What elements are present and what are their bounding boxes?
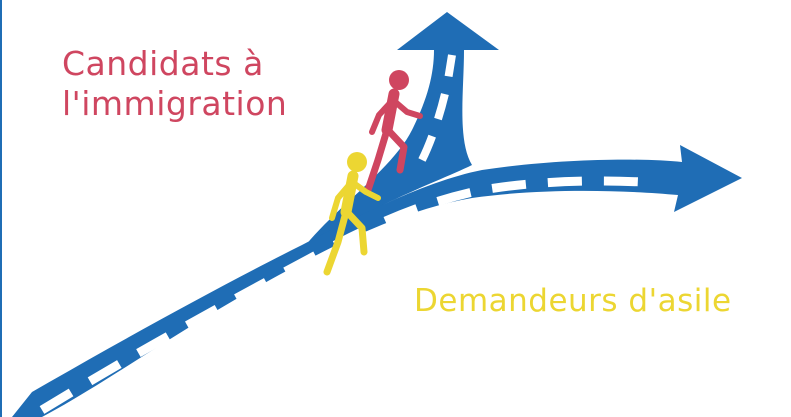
walker-red-arm-back [369,99,394,135]
immigration-candidates-label: Candidats à l'immigration [62,44,287,123]
immigration-label-line1: Candidats à [62,44,264,83]
lane-marking-up [418,54,456,162]
asylum-walker [323,152,381,276]
lane-marking-main [39,176,643,414]
immigration-walker [364,70,423,194]
walker-yellow-head [347,152,367,172]
lane-markings [39,54,643,414]
road-main [12,145,742,417]
walker-yellow-arm-front [349,179,381,201]
walker-yellow-leg-back [323,208,350,276]
walker-red-head [389,70,409,90]
walker-red-leg-front [384,126,408,174]
asylum-seekers-label: Demandeurs d'asile [414,283,732,319]
walker-red-arm-front [390,97,423,119]
walker-yellow-leg-front [343,208,368,256]
immigration-label-line2: l'immigration [62,83,288,123]
walker-yellow-arm-back [329,181,353,221]
walker-red-leg-back [364,126,391,194]
